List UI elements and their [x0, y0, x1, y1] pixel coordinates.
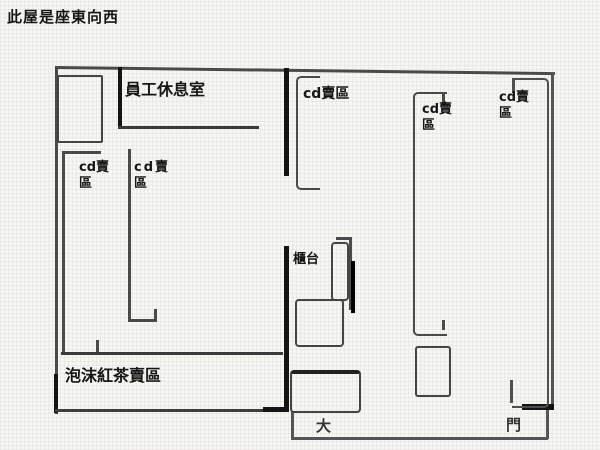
- left-shelf-a-foot: [96, 340, 99, 353]
- left-shelf-b-vertical: [128, 149, 131, 322]
- right-mid-shelf-tick-bottom: [442, 320, 445, 330]
- cd-area-label-center: cd賣區: [303, 86, 350, 102]
- entrance-label-left: 大: [316, 417, 332, 435]
- tea-area-label: 泡沫紅茶賣區: [65, 366, 162, 385]
- counter-label: 櫃台: [293, 252, 320, 267]
- wall-top: [54, 66, 555, 76]
- counter-front-table: [290, 370, 361, 413]
- wall-left: [55, 67, 58, 414]
- wall-right: [551, 73, 554, 407]
- left-shelf-a-top: [62, 151, 101, 154]
- entrance-label-right: 門: [506, 416, 522, 434]
- left-shelf-a-vertical: [62, 151, 65, 353]
- right-wall-shelf: [512, 78, 549, 408]
- cd-area-label-left-mid: cd賣區: [134, 160, 171, 192]
- wall-left-bottom-thick: [54, 374, 58, 413]
- staff-room-label: 員工休息室: [125, 80, 206, 99]
- center-shelf: [296, 76, 320, 190]
- tea-area-divider: [61, 352, 283, 355]
- staff-room-locker: [57, 75, 103, 143]
- center-wall-upper: [284, 68, 289, 176]
- entrance-recess-left: [291, 411, 294, 439]
- left-shelf-b-bottom: [128, 319, 157, 322]
- right-mid-shelf: [413, 92, 447, 336]
- staff-room-wall-horizontal: [118, 126, 259, 129]
- entrance-recess-bottom: [291, 437, 548, 440]
- cd-area-label-left-wall: cd賣區: [79, 160, 110, 192]
- counter-square-table: [295, 299, 344, 347]
- entrance-recess-right: [546, 410, 549, 439]
- left-shelf-b-tick: [154, 309, 157, 321]
- page-title: 此屋是座東向西: [7, 8, 120, 26]
- wall-bottom-left: [55, 409, 289, 412]
- staff-room-wall-vertical: [118, 67, 122, 129]
- right-mid-shelf-tick-top: [442, 94, 445, 104]
- right-wall-shelf-tick-bottom: [510, 380, 513, 403]
- wall-bottom-left-thick: [263, 407, 288, 412]
- counter-bracket-vertical: [349, 237, 352, 310]
- counter-display-rect: [331, 242, 349, 301]
- counter-dark-bar: [351, 261, 355, 313]
- cd-area-label-right-wall: cd賣區: [499, 90, 530, 122]
- center-wall-lower: [284, 246, 289, 412]
- right-wall-shelf-tick-top: [512, 80, 515, 93]
- right-mid-small-square: [415, 346, 451, 397]
- counter-bracket-top: [336, 237, 352, 240]
- cd-area-label-right-mid: cd賣區: [422, 102, 453, 134]
